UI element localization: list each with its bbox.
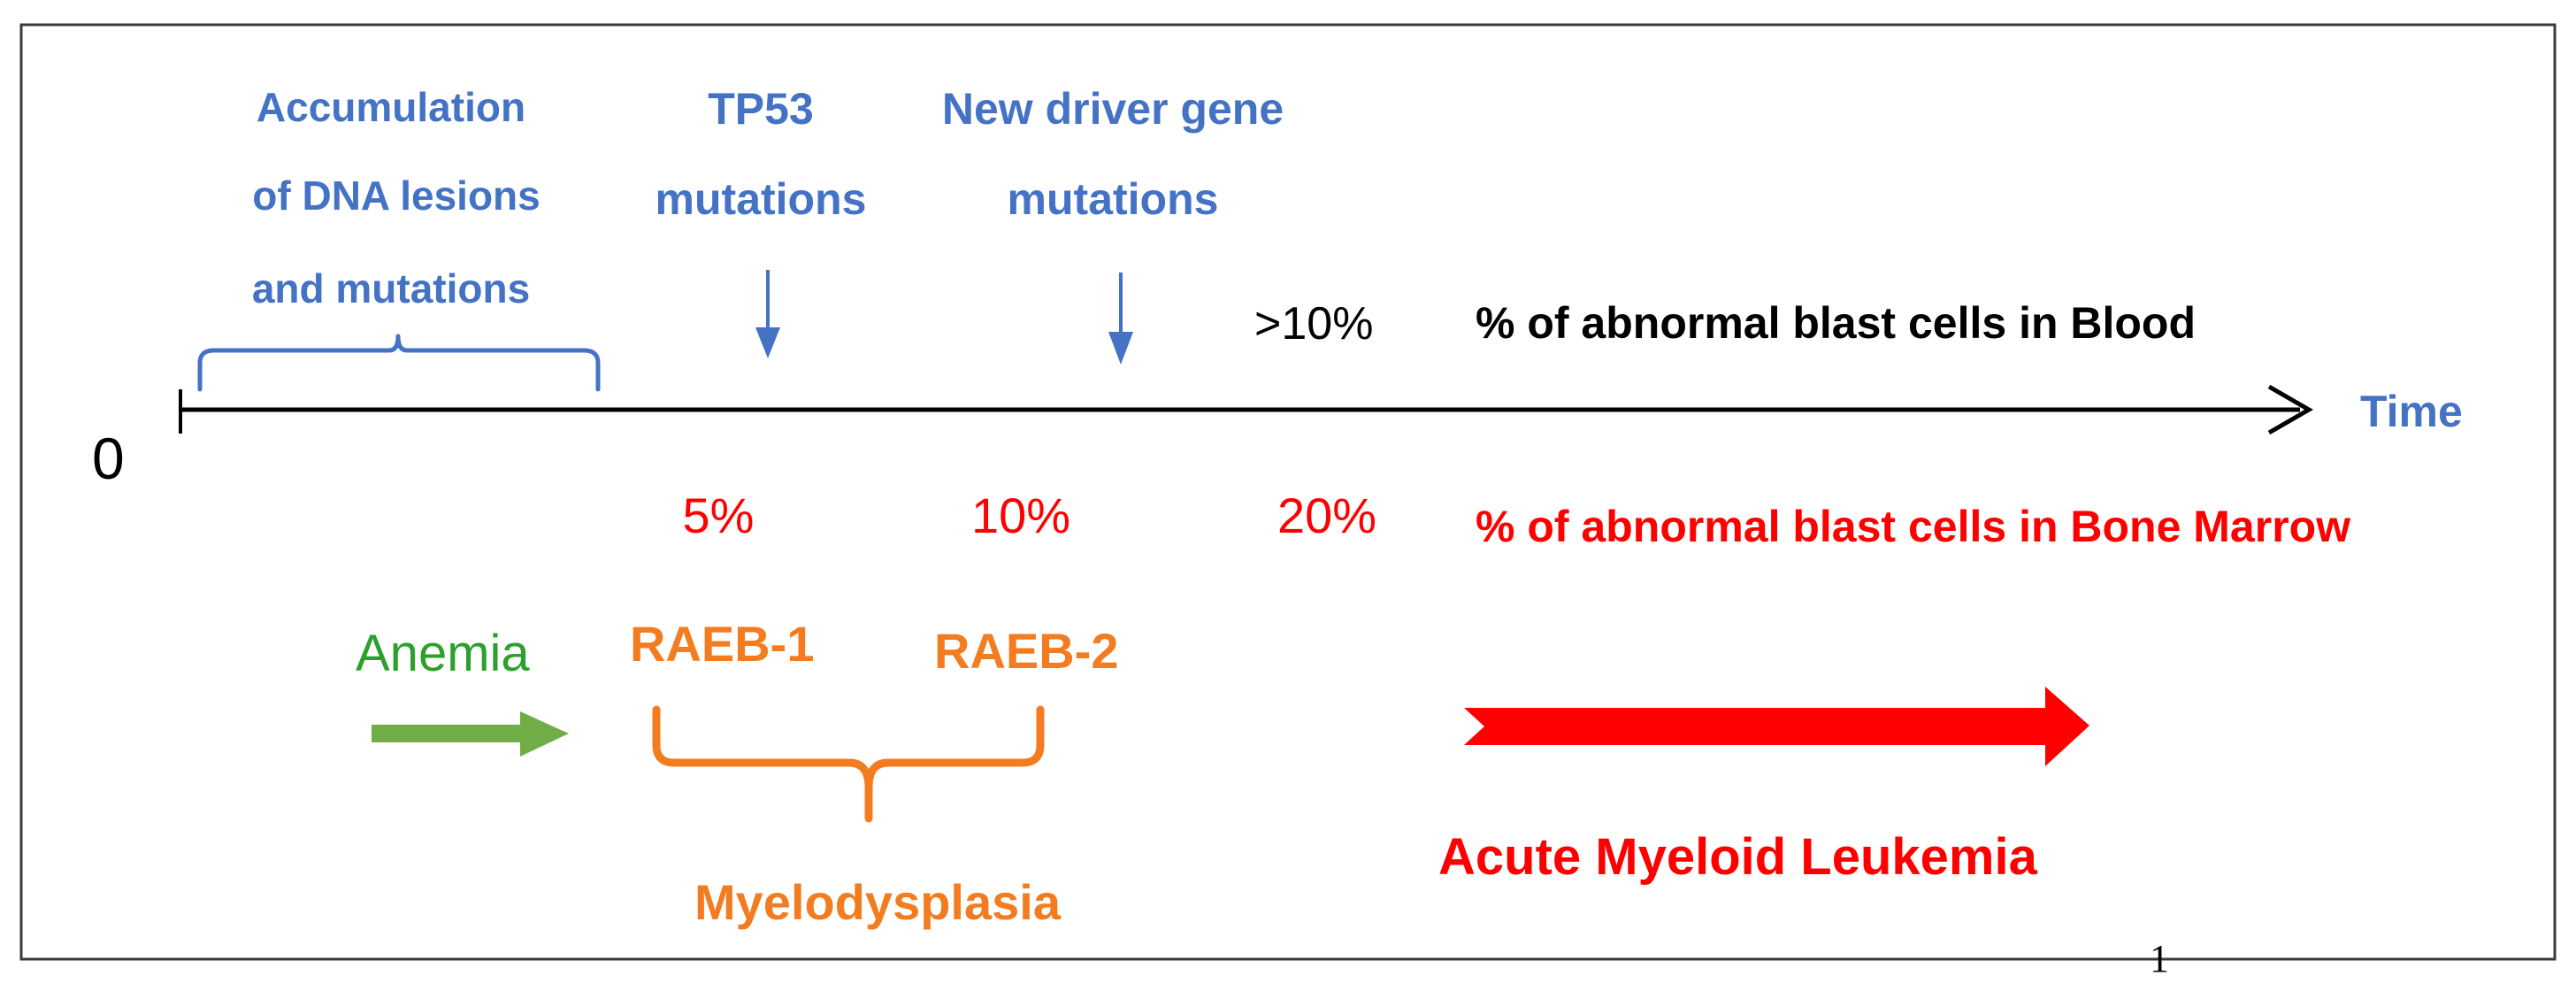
blood-threshold: >10%	[1254, 298, 1374, 350]
raeb2-label: RAEB-2	[934, 623, 1119, 679]
axis-origin-label: 0	[92, 426, 125, 491]
bone-marrow-threshold-20: 20%	[1276, 488, 1377, 543]
page-number: 1	[2150, 937, 2169, 980]
accumulation-label-line1: Accumulation	[256, 84, 526, 130]
tp53-label-line1: TP53	[708, 84, 814, 134]
tp53-arrow-head	[755, 327, 780, 358]
anemia-arrow-shaft	[372, 725, 522, 742]
tp53-label-line2: mutations	[655, 174, 867, 224]
new-driver-label-line2: mutations	[1007, 174, 1219, 224]
anemia-arrow-head	[520, 711, 569, 757]
bone-marrow-threshold-5: 5%	[682, 488, 755, 543]
accumulation-label-line3: and mutations	[251, 265, 531, 311]
anemia-label: Anemia	[356, 625, 530, 682]
raeb1-label: RAEB-1	[630, 616, 815, 672]
bone-marrow-threshold-10: 10%	[970, 488, 1071, 543]
aml-label: Acute Myeloid Leukemia	[1438, 828, 2037, 886]
myelodysplasia-brace	[652, 705, 1045, 823]
new-driver-label-line1: New driver gene	[941, 84, 1284, 134]
time-axis-arrowhead	[2267, 384, 2313, 435]
accumulation-label-line2: of DNA lesions	[252, 173, 540, 219]
accumulation-brace	[197, 334, 601, 392]
axis-time-label: Time	[2360, 387, 2463, 436]
new-driver-arrow-head	[1108, 332, 1133, 365]
aml-arrow	[1464, 687, 2089, 766]
bone-marrow-label: % of abnormal blast cells in Bone Marrow	[1476, 502, 2351, 551]
myelodysplasia-label: Myelodysplasia	[694, 874, 1061, 930]
diagram-frame	[19, 23, 2557, 961]
blood-label: % of abnormal blast cells in Blood	[1476, 298, 2196, 348]
